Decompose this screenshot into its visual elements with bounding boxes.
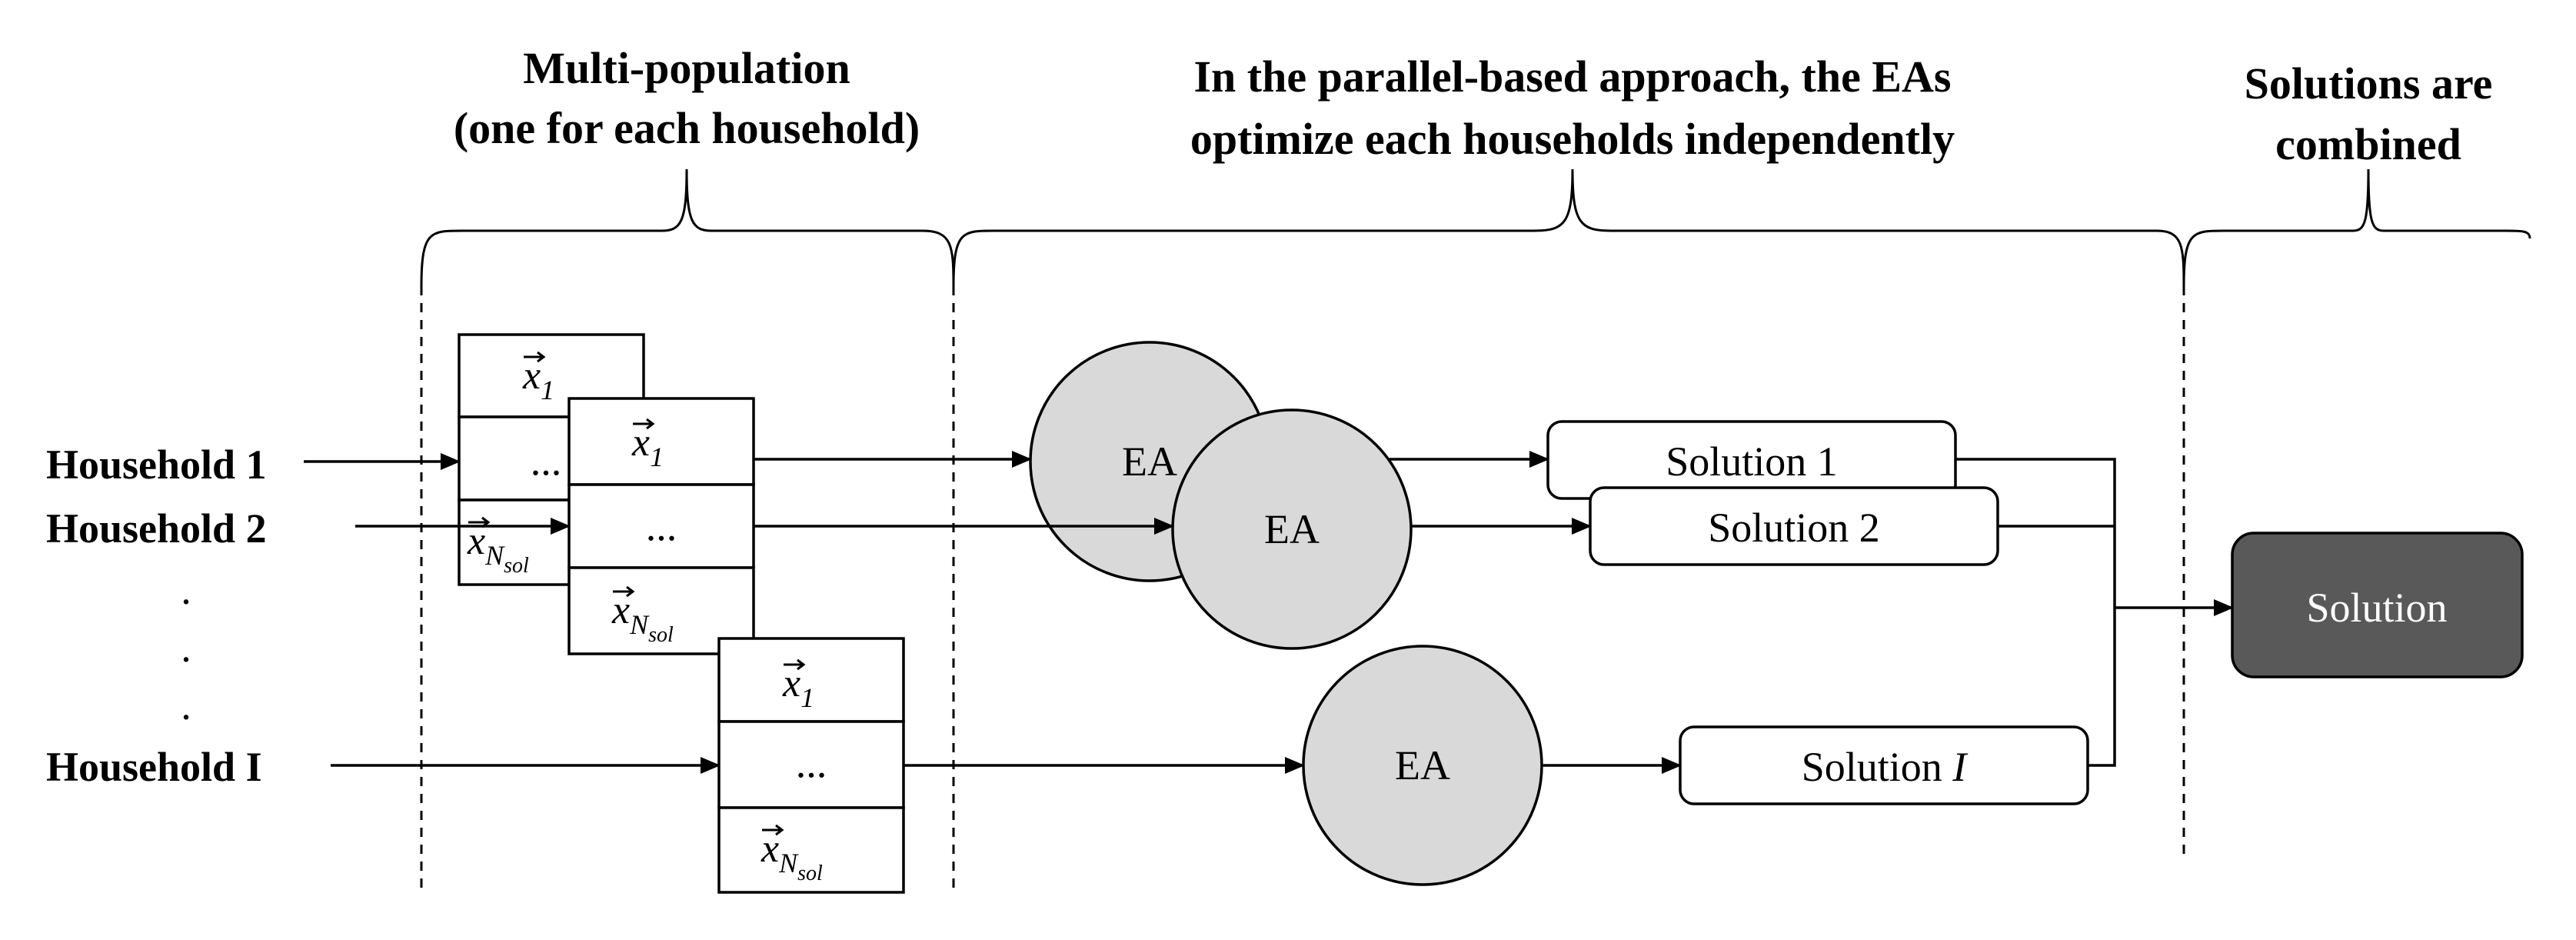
popI-row-first <box>717 637 905 723</box>
population-table-2: x1 ... xNsol <box>567 397 755 655</box>
pop1-middle-label: ... <box>531 438 562 484</box>
brace-combined <box>2182 168 2531 287</box>
ea-label-1: EA <box>1122 438 1177 485</box>
brace-multi-population <box>420 168 955 287</box>
solution-2-label: Solution 2 <box>1708 505 1880 551</box>
pop2-middle-label: ... <box>646 503 677 549</box>
household-2-label: Household 2 <box>46 505 267 552</box>
household-ellipsis-dot-2: · <box>179 636 193 682</box>
final-solution-box <box>2231 532 2524 678</box>
pop2-row-middle <box>567 483 755 569</box>
final-solution-label: Solution <box>2306 585 2447 631</box>
vector-arrow-icon <box>762 824 784 836</box>
solution-I-label: Solution I <box>1802 744 1969 790</box>
connector-solutionI <box>2088 608 2116 767</box>
header-combined-line2: combined <box>2275 119 2461 169</box>
pop1-last-label: xNsol <box>467 519 529 578</box>
ea-label-I: EA <box>1395 742 1450 788</box>
header-combined: Solutions are combined <box>2245 58 2493 169</box>
popI-middle-label: ... <box>796 740 827 786</box>
brace-parallel <box>952 168 2185 287</box>
household-ellipsis-dot-3: · <box>179 694 193 740</box>
header-parallel-line2: optimize each households independently <box>1190 114 1955 164</box>
ea-label-2: EA <box>1264 506 1320 552</box>
header-multi-population-line2: (one for each household) <box>454 103 920 153</box>
solution-1-label: Solution 1 <box>1666 438 1838 485</box>
vector-arrow-icon <box>633 418 655 430</box>
population-table-I: x1 ... xNsol <box>717 637 905 894</box>
vector-arrow-icon <box>613 585 635 598</box>
header-combined-line1: Solutions are <box>2245 58 2493 108</box>
connector-solution1 <box>1955 458 2116 608</box>
household-I-label: Household I <box>46 744 262 790</box>
header-multi-population-line1: Multi-population <box>523 43 850 93</box>
vector-arrow-icon <box>784 658 806 671</box>
household-ellipsis-dot-1: · <box>179 578 193 625</box>
header-parallel-line1: In the parallel-based approach, the EAs <box>1193 52 1951 102</box>
header-multi-population: Multi-population (one for each household… <box>454 43 920 153</box>
pop2-row-first <box>567 397 755 486</box>
header-parallel: In the parallel-based approach, the EAs … <box>1190 52 1955 164</box>
pop1-first-label: x1 <box>522 354 554 405</box>
popI-row-last <box>717 806 905 894</box>
vector-arrow-icon <box>524 351 546 363</box>
household-1-label: Household 1 <box>46 442 267 488</box>
